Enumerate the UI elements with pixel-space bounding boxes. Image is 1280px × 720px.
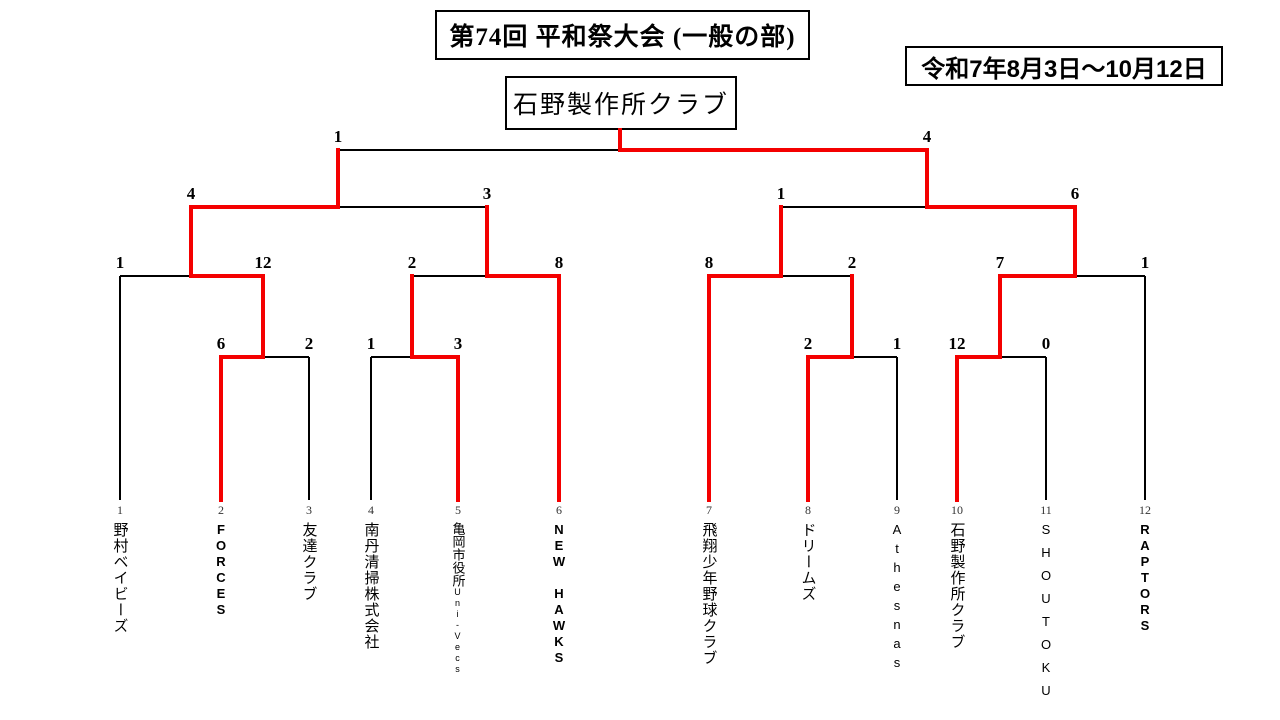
- team-name: 南丹清掃株式会社: [362, 522, 380, 650]
- team-number: 12: [1139, 503, 1151, 517]
- advance-line: [925, 148, 929, 209]
- match-line: [1000, 356, 1046, 358]
- score-label: 6: [1070, 184, 1080, 203]
- team-number: 3: [306, 503, 312, 517]
- team-name: NEW HAWKS: [551, 522, 567, 666]
- score-label: 12: [948, 334, 966, 353]
- team-number: 1: [117, 503, 123, 517]
- score-label: 8: [554, 253, 564, 272]
- score-label: 2: [847, 253, 857, 272]
- score-label: 4: [922, 127, 932, 146]
- match-line: [371, 356, 412, 358]
- winner-path: [189, 205, 340, 209]
- team-line: [707, 274, 711, 502]
- winner-path: [189, 274, 265, 278]
- team-line: [1144, 276, 1146, 500]
- team-line: [806, 355, 810, 502]
- team-number: 7: [706, 503, 712, 517]
- team-line: [1045, 357, 1047, 500]
- match-line: [338, 206, 487, 208]
- winner-path: [219, 355, 265, 359]
- champion-box: 石野製作所クラブ: [505, 76, 737, 130]
- score-label: 3: [482, 184, 492, 203]
- advance-line: [485, 205, 489, 278]
- advance-line: [998, 274, 1002, 359]
- advance-line: [336, 148, 340, 209]
- winner-path: [806, 355, 854, 359]
- team-number: 6: [556, 503, 562, 517]
- winner-path: [618, 148, 929, 152]
- match-line: [412, 275, 487, 277]
- match-line: [338, 149, 620, 151]
- advance-line: [189, 205, 193, 278]
- team-number: 4: [368, 503, 374, 517]
- team-line: [955, 355, 959, 502]
- tournament-title: 第74回 平和祭大会 (一般の部): [449, 24, 796, 51]
- score-label: 1: [892, 334, 902, 353]
- tournament-title-box: 第74回 平和祭大会 (一般の部): [435, 10, 810, 60]
- team-name: FORCES: [213, 522, 229, 618]
- score-label: 1: [366, 334, 376, 353]
- winner-path: [410, 355, 460, 359]
- team-name: RAPTORS: [1137, 522, 1153, 634]
- match-line: [781, 206, 927, 208]
- team-number: 5: [455, 503, 461, 517]
- score-label: 1: [1140, 253, 1150, 272]
- team-name-latin: Uni-Vecs: [452, 587, 463, 675]
- advance-line: [850, 274, 854, 359]
- match-line: [781, 275, 852, 277]
- score-label: 2: [407, 253, 417, 272]
- team-line: [557, 274, 561, 502]
- team-line: [308, 357, 310, 500]
- winner-path: [998, 274, 1077, 278]
- advance-line: [261, 274, 265, 359]
- champion-name: 石野製作所クラブ: [512, 92, 729, 119]
- winner-path: [955, 355, 1002, 359]
- score-label: 1: [776, 184, 786, 203]
- team-number: 11: [1040, 503, 1052, 517]
- team-line: [896, 357, 898, 500]
- team-line: [219, 355, 223, 502]
- team-number: 2: [218, 503, 224, 517]
- team-name: ドリームズ: [799, 522, 817, 602]
- winner-path: [925, 205, 1077, 209]
- team-name: 野村ベイビーズ: [111, 522, 129, 634]
- date-range: 令和7年8月3日～10月12日: [921, 55, 1207, 83]
- score-label: 8: [704, 253, 714, 272]
- score-label: 7: [995, 253, 1005, 272]
- advance-line: [410, 274, 414, 359]
- winner-path: [707, 274, 783, 278]
- advance-line: [618, 128, 622, 152]
- team-number: 9: [894, 503, 900, 517]
- team-line: [370, 357, 372, 500]
- team-name: 石野製作所クラブ: [948, 522, 966, 650]
- score-label: 0: [1041, 334, 1051, 353]
- score-label: 1: [115, 253, 125, 272]
- score-label: 4: [186, 184, 196, 203]
- winner-path: [485, 274, 561, 278]
- advance-line: [1073, 205, 1077, 278]
- team-name: 飛翔少年野球クラブ: [700, 522, 718, 666]
- score-label: 6: [216, 334, 226, 353]
- score-label: 2: [803, 334, 813, 353]
- advance-line: [779, 205, 783, 278]
- score-label: 2: [304, 334, 314, 353]
- team-line: [119, 276, 121, 500]
- match-line: [120, 275, 191, 277]
- team-name: 亀岡市役所Uni-Vecs: [450, 522, 466, 675]
- team-name: Athesnas: [889, 522, 905, 674]
- score-label: 3: [453, 334, 463, 353]
- match-line: [1075, 275, 1145, 277]
- date-range-box: 令和7年8月3日～10月12日: [905, 46, 1223, 86]
- team-name: SHOUTOKU: [1038, 522, 1054, 706]
- team-name: 友達クラブ: [300, 522, 318, 602]
- team-number: 10: [951, 503, 963, 517]
- team-line: [456, 355, 460, 502]
- team-number: 8: [805, 503, 811, 517]
- score-label: 12: [254, 253, 272, 272]
- team-name-kanji: 亀岡市役所: [450, 522, 466, 587]
- score-label: 1: [333, 127, 343, 146]
- match-line: [263, 356, 309, 358]
- match-line: [852, 356, 897, 358]
